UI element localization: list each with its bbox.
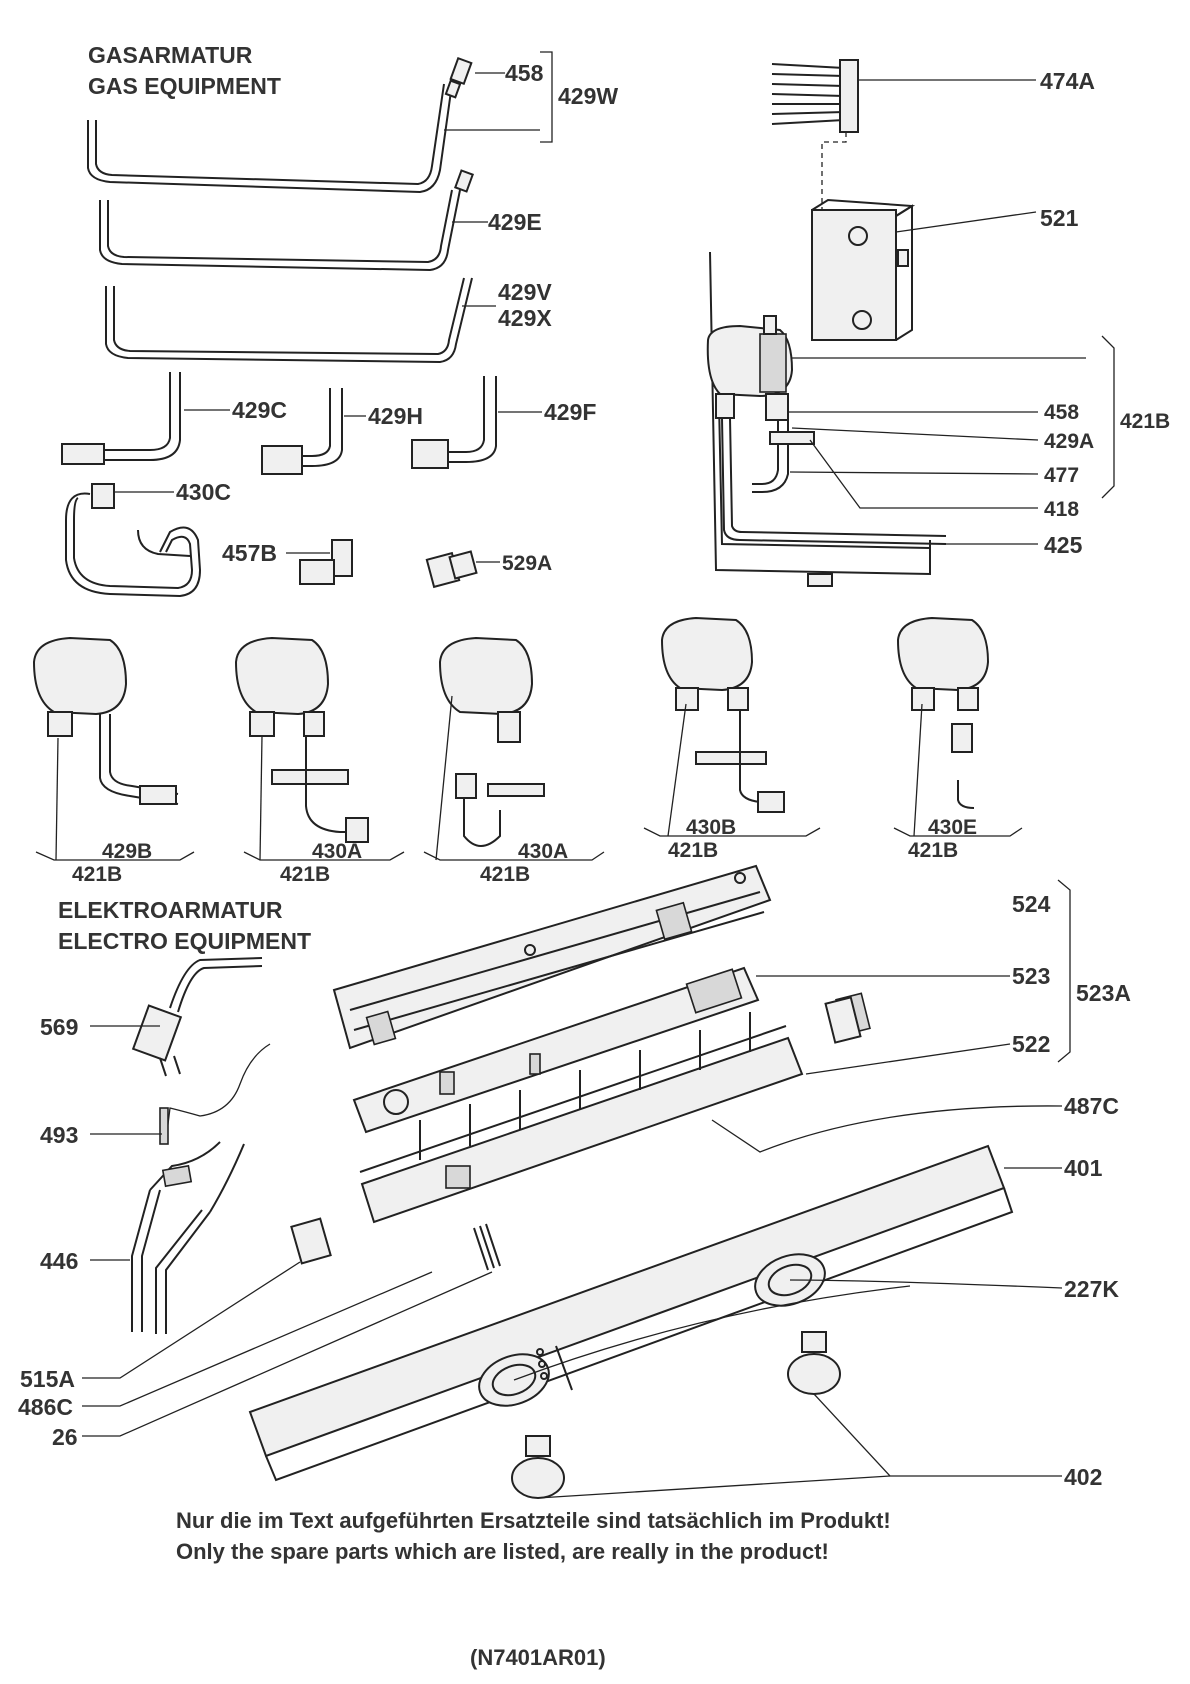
leader-522 bbox=[805, 1043, 1011, 1075]
heading-gas-en: GAS EQUIPMENT bbox=[88, 73, 281, 99]
label-521: 521 bbox=[1040, 205, 1079, 231]
cable-446 bbox=[131, 1141, 245, 1334]
pipe-429H bbox=[261, 388, 343, 475]
pipe-429F bbox=[411, 376, 497, 469]
leader-26 bbox=[82, 1271, 493, 1437]
label-569: 569 bbox=[40, 1014, 78, 1040]
valve-variant-5 bbox=[893, 616, 1023, 837]
leader-402-a bbox=[813, 1393, 1062, 1477]
bracket-429W bbox=[540, 51, 553, 143]
bracket-right bbox=[824, 996, 862, 1044]
leader-515A bbox=[82, 1261, 301, 1379]
label-493: 493 bbox=[40, 1122, 78, 1148]
leader-477 bbox=[789, 471, 1039, 475]
bracket-523A bbox=[1057, 879, 1071, 1063]
label-421B-3: 421B bbox=[480, 863, 530, 886]
leader-402-b bbox=[537, 1475, 891, 1499]
leader-486C bbox=[82, 1271, 433, 1407]
label-486C: 486C bbox=[18, 1394, 73, 1420]
label-523: 523 bbox=[1012, 963, 1050, 989]
valve-variant-3 bbox=[423, 636, 605, 861]
bracket-515A bbox=[290, 1217, 332, 1265]
gas-pipe-429W bbox=[87, 56, 473, 194]
label-477: 477 bbox=[1044, 464, 1079, 487]
label-430C: 430C bbox=[176, 479, 231, 505]
plug-569 bbox=[131, 957, 263, 1077]
valve-variant-4 bbox=[643, 616, 821, 837]
label-429H: 429H bbox=[368, 403, 423, 429]
leader-418 bbox=[809, 439, 1038, 509]
fitting-457B bbox=[299, 539, 353, 585]
gas-pipe-429V-429X bbox=[105, 277, 473, 364]
panel-401 bbox=[248, 1144, 1014, 1482]
label-401: 401 bbox=[1064, 1155, 1103, 1181]
label-421B-4: 421B bbox=[668, 839, 718, 862]
gas-pipe-429E bbox=[99, 169, 474, 272]
label-446: 446 bbox=[40, 1248, 78, 1274]
label-515A: 515A bbox=[20, 1366, 75, 1392]
label-430A-1: 430A bbox=[312, 840, 362, 863]
label-524: 524 bbox=[1012, 891, 1051, 917]
leader-429A bbox=[791, 427, 1039, 441]
leader-521 bbox=[895, 211, 1037, 233]
note-en: Only the spare parts which are listed, a… bbox=[176, 1539, 829, 1564]
label-429X: 429X bbox=[498, 305, 552, 331]
label-429F: 429F bbox=[544, 399, 596, 425]
sensor-493 bbox=[159, 1043, 271, 1145]
label-430E: 430E bbox=[928, 816, 977, 839]
valve-421B-main bbox=[706, 315, 947, 545]
board-523 bbox=[352, 966, 760, 1134]
valve-variant-1 bbox=[32, 636, 195, 861]
label-458a: 458 bbox=[505, 60, 544, 86]
knob-402-a bbox=[511, 1435, 565, 1499]
label-418: 418 bbox=[1044, 498, 1079, 521]
tray-522 bbox=[359, 992, 871, 1224]
bracket-421B-main bbox=[1101, 335, 1115, 499]
leader-227K-a bbox=[789, 1279, 1063, 1289]
label-26: 26 bbox=[52, 1424, 78, 1450]
label-430A-2: 430A bbox=[518, 840, 568, 863]
module-521 bbox=[811, 198, 916, 341]
drawing-id: (N7401AR01) bbox=[470, 1645, 606, 1670]
label-429W: 429W bbox=[558, 83, 618, 109]
label-429V: 429V bbox=[498, 279, 552, 305]
label-529A: 529A bbox=[502, 552, 552, 575]
label-457B: 457B bbox=[222, 540, 277, 566]
label-458b: 458 bbox=[1044, 401, 1079, 424]
pipe-429C bbox=[61, 372, 181, 465]
label-430B: 430B bbox=[686, 816, 736, 839]
label-429C: 429C bbox=[232, 397, 287, 423]
knob-402-b bbox=[787, 1331, 841, 1395]
label-421B-1: 421B bbox=[72, 863, 122, 886]
label-429E: 429E bbox=[488, 209, 542, 235]
heading-electro-en: ELECTRO EQUIPMENT bbox=[58, 928, 311, 954]
heading-gas-de: GASARMATUR bbox=[88, 42, 253, 68]
contact-486C bbox=[473, 1223, 501, 1271]
pipe-430C bbox=[65, 483, 202, 598]
label-429A: 429A bbox=[1044, 430, 1094, 453]
heading-electro-de: ELEKTROARMATUR bbox=[58, 897, 283, 923]
label-421B-2: 421B bbox=[280, 863, 330, 886]
label-474A: 474A bbox=[1040, 68, 1095, 94]
label-425: 425 bbox=[1044, 532, 1083, 558]
label-421B-main: 421B bbox=[1120, 410, 1170, 433]
valve-variant-2 bbox=[234, 636, 405, 861]
label-523A: 523A bbox=[1076, 980, 1131, 1006]
leader-487C bbox=[711, 1105, 1063, 1153]
label-522: 522 bbox=[1012, 1031, 1050, 1057]
label-421B-5: 421B bbox=[908, 839, 958, 862]
connector-474A bbox=[771, 59, 859, 210]
label-429B: 429B bbox=[102, 840, 152, 863]
label-227K: 227K bbox=[1064, 1276, 1119, 1302]
leader-227K-b bbox=[513, 1285, 911, 1381]
label-487C: 487C bbox=[1064, 1093, 1119, 1119]
fitting-529A bbox=[425, 550, 478, 589]
label-402: 402 bbox=[1064, 1464, 1102, 1490]
note-de: Nur die im Text aufgeführten Ersatzteile… bbox=[176, 1508, 891, 1533]
housing-524 bbox=[332, 864, 772, 1050]
